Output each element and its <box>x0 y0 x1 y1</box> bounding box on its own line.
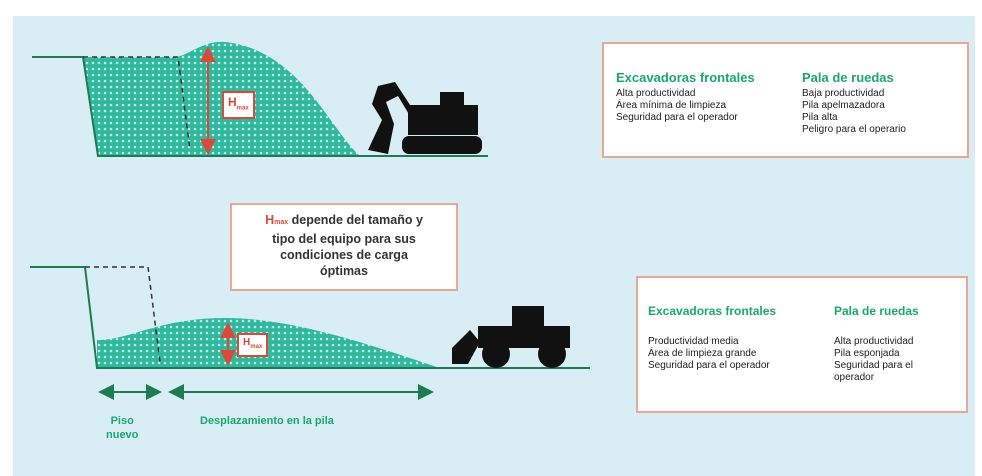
top-bench-profile <box>32 56 488 157</box>
top-hmax-label: Hmax <box>222 91 255 120</box>
bottom-left-item: Seguridad para el operador <box>648 360 770 371</box>
wheel-loader-icon <box>452 306 570 368</box>
bottom-bench-profile <box>30 266 590 369</box>
bottom-original-face <box>85 266 161 363</box>
top-right-heading: Pala de ruedas <box>802 70 894 85</box>
excavator-icon <box>368 82 482 154</box>
bottom-left-item: Productividad media <box>648 336 739 347</box>
bottom-left-item: Área de limpieza grande <box>648 348 757 359</box>
top-left-item: Seguridad para el operador <box>616 112 738 123</box>
top-right-item: Baja productividad <box>802 88 885 99</box>
bottom-pile <box>97 318 440 368</box>
bottom-right-item: operador <box>834 372 875 383</box>
bottom-right-item: Seguridad para el <box>834 360 913 371</box>
top-original-face <box>83 56 191 151</box>
bottom-right-heading: Pala de ruedas <box>834 304 919 318</box>
bottom-comparison-box: Excavadoras frontales Productividad medi… <box>636 276 968 413</box>
top-right-item: Pila apelmazadora <box>802 100 885 111</box>
bottom-right-item: Alta productividad <box>834 336 914 347</box>
bottom-hmax-label: Hmax <box>237 333 269 357</box>
top-left-heading: Excavadoras frontales <box>616 70 755 85</box>
top-comparison-box: Excavadoras frontales Alta productividad… <box>602 42 969 158</box>
desplazamiento-label: Desplazamiento en la pila <box>200 415 334 427</box>
top-pile <box>83 41 360 156</box>
bottom-right-item: Pila esponjada <box>834 348 900 359</box>
top-left-item: Área mínima de limpieza <box>616 100 727 111</box>
bottom-left-heading: Excavadoras frontales <box>648 304 777 318</box>
top-right-item: Pila alta <box>802 112 838 123</box>
hmax-note: Hmax depende del tamaño y tipo del equip… <box>230 203 458 291</box>
top-left-item: Alta productividad <box>616 88 696 99</box>
top-right-item: Peligro para el operario <box>802 124 906 135</box>
